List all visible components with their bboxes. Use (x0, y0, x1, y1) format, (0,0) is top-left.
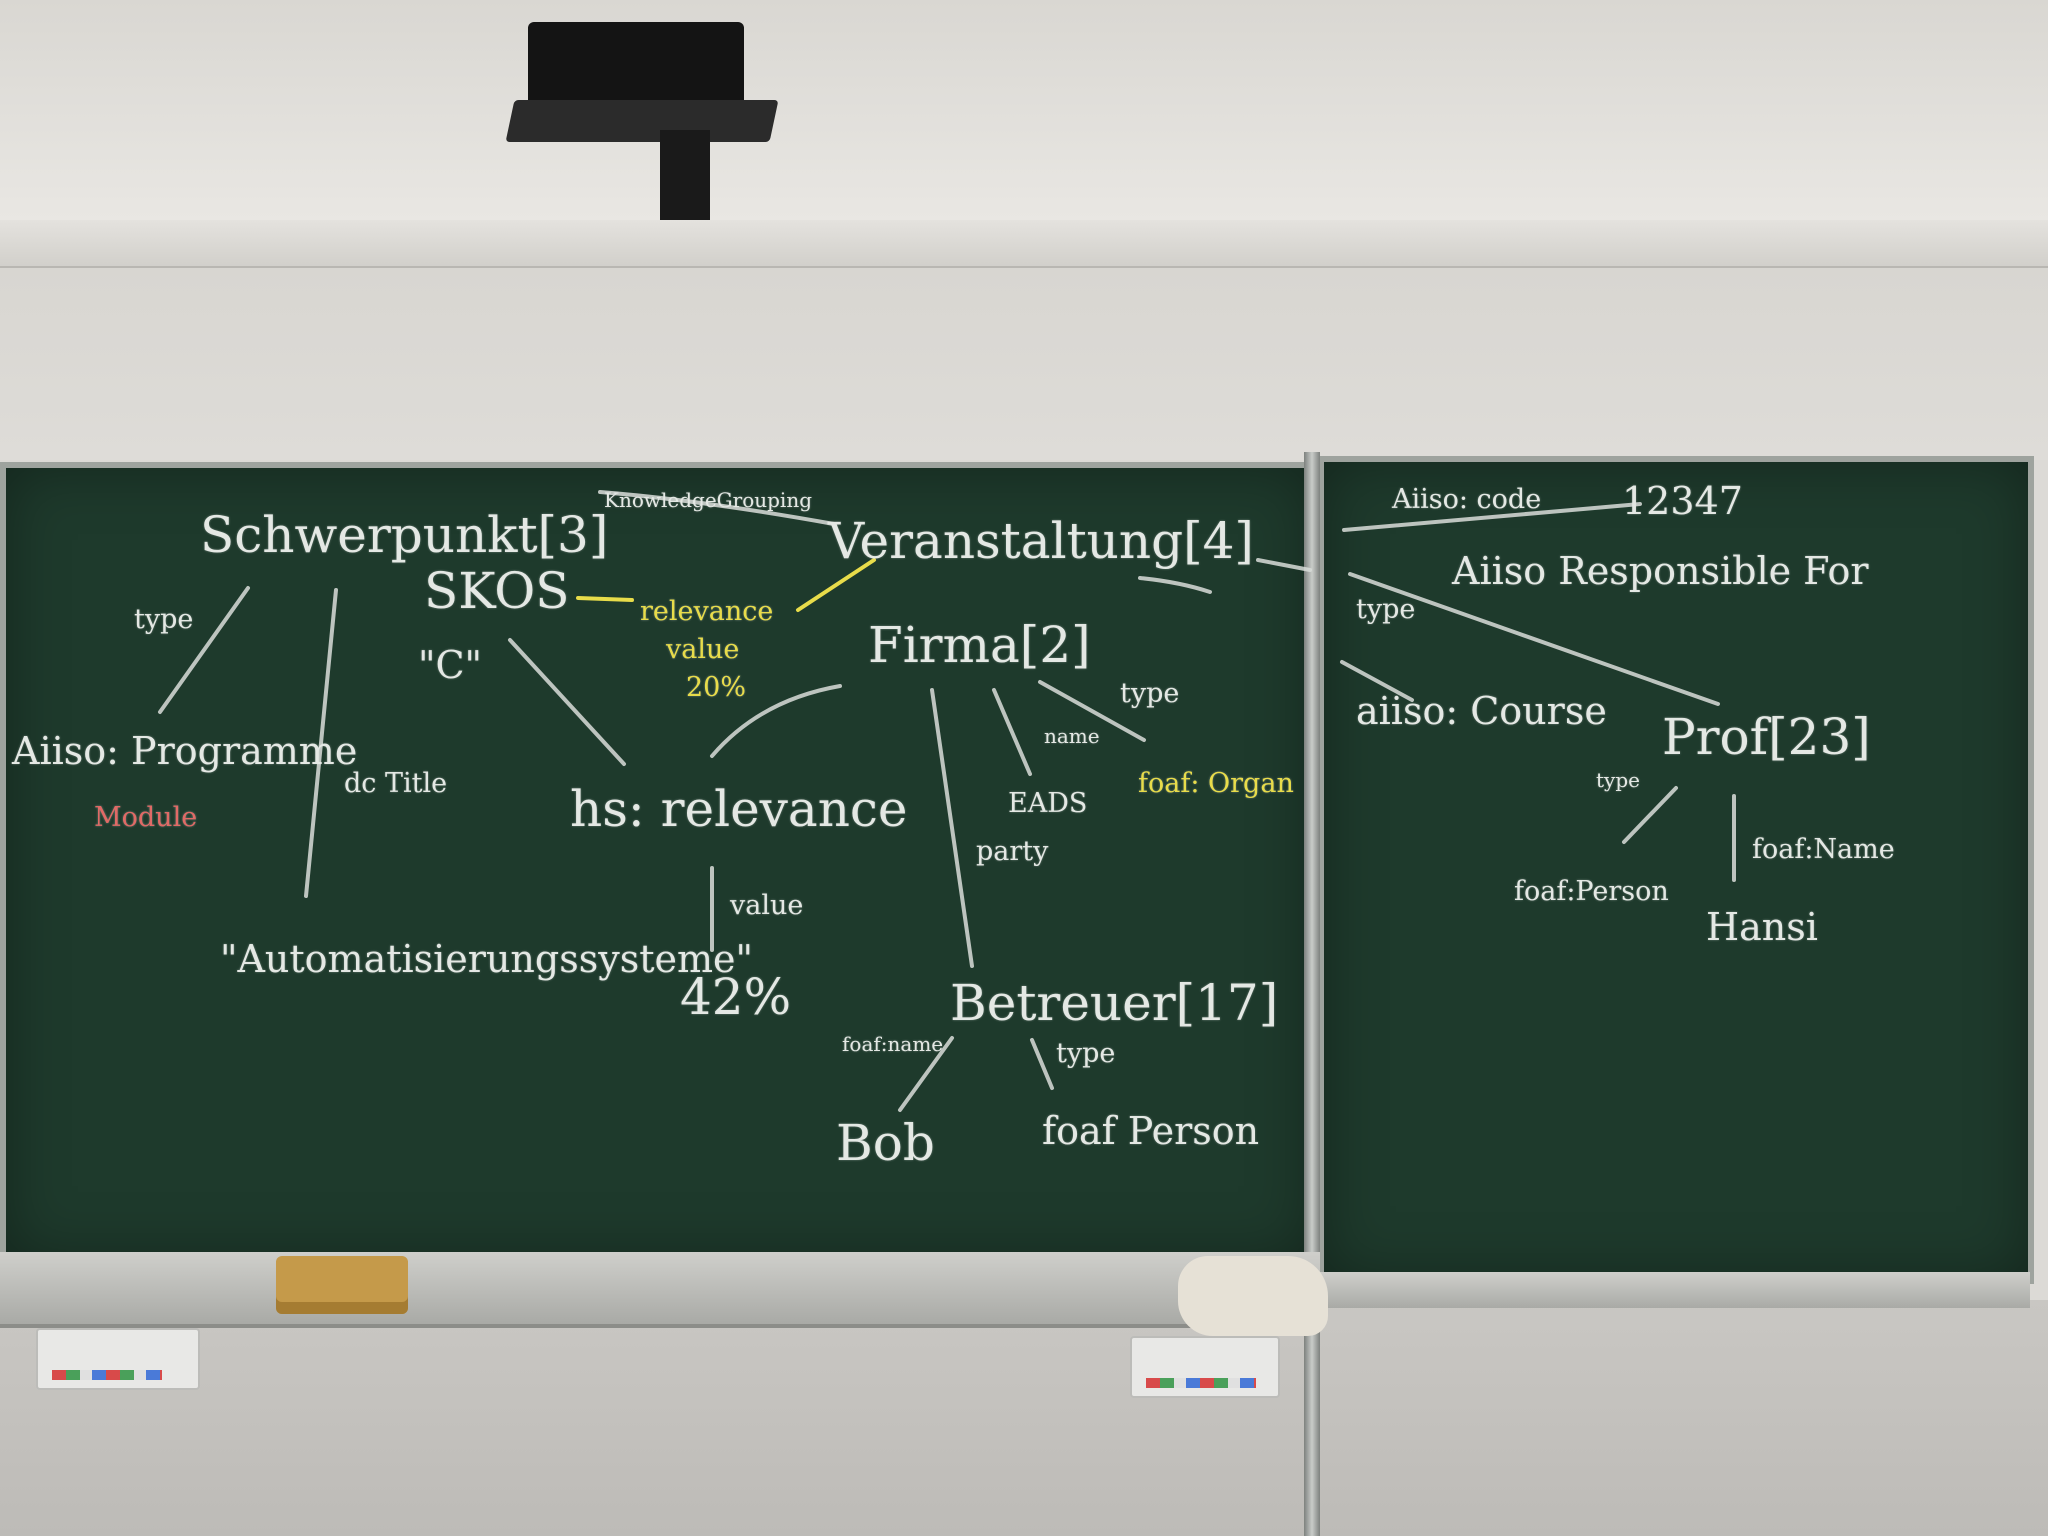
edge-foaf-name-right: foaf:Name (1752, 834, 1895, 865)
node-schwerpunkt: Schwerpunkt[3] (200, 506, 609, 564)
edge-value-yellow: value (666, 634, 740, 665)
node-skos-c: "C" (418, 643, 483, 687)
edge-party: party (976, 836, 1049, 867)
node-hansi: Hansi (1706, 905, 1818, 949)
node-code-value: 12347 (1622, 479, 1743, 523)
edge-type-right-2: type (1596, 768, 1640, 792)
node-veranstaltung: Veranstaltung[4] (828, 512, 1254, 570)
node-hs-relevance: hs: relevance (570, 780, 908, 838)
wall-lower (0, 1300, 2048, 1536)
chalk-pieces (1146, 1378, 1256, 1388)
node-foaf-organization: foaf: Organ (1138, 768, 1294, 799)
speaker-icon (528, 22, 744, 106)
wall-upper (0, 0, 2048, 220)
node-betreuer: Betreuer[17] (950, 974, 1279, 1032)
chalk-tray-right (1320, 1272, 2030, 1308)
node-aiiso-course: aiiso: Course (1356, 689, 1607, 733)
edge-value: value (730, 890, 804, 921)
edge-type-3: type (1056, 1038, 1116, 1069)
node-foaf-person: foaf Person (1042, 1109, 1260, 1153)
chalk-tray (0, 1252, 1320, 1328)
edge-aiiso-responsible: Aiiso Responsible For (1452, 549, 1869, 593)
node-prof: Prof[23] (1662, 708, 1871, 766)
edge-type-1: type (134, 604, 194, 635)
chalkboard-right (1318, 456, 2034, 1284)
node-aiiso-programme: Aiiso: Programme (12, 729, 358, 773)
wall-middle (0, 268, 2048, 460)
chalk-box (1130, 1336, 1280, 1398)
node-skos: SKOS (424, 562, 570, 620)
edge-relevance-yellow: relevance (640, 596, 774, 627)
node-bob: Bob (836, 1114, 935, 1172)
node-firma: Firma[2] (868, 616, 1091, 674)
cleaning-cloth (1178, 1256, 1328, 1336)
edge-foaf-name: foaf:name (842, 1032, 944, 1056)
node-automation: "Automatisierungssysteme" (220, 937, 753, 981)
header-note: KnowledgeGrouping (604, 488, 812, 512)
node-percent-yellow: 20% (686, 672, 747, 703)
edge-dc-title: dc Title (344, 768, 448, 799)
node-percent-main: 42% (680, 968, 792, 1026)
wall-rail (0, 220, 2048, 268)
sponge (276, 1256, 408, 1314)
edge-aiiso-code: Aiiso: code (1392, 484, 1542, 515)
chalk-pieces (52, 1370, 162, 1380)
node-foaf-person-right: foaf:Person (1514, 876, 1669, 907)
node-eads: EADS (1008, 788, 1088, 819)
edge-type-right: type (1356, 594, 1416, 625)
speaker-mount (660, 130, 710, 220)
node-module: Module (94, 802, 198, 833)
edge-type-2: type (1120, 678, 1180, 709)
edge-name: name (1044, 724, 1100, 748)
chalk-box (36, 1328, 200, 1390)
